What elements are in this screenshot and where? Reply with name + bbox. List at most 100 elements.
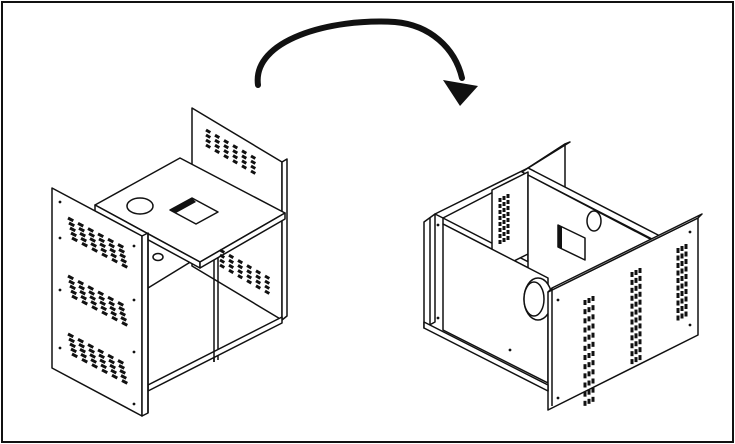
- vent-row: [71, 352, 128, 385]
- vent-slot: [237, 274, 244, 280]
- vent-slot: [228, 263, 235, 269]
- vent-slot: [98, 237, 105, 244]
- vent-slot: [118, 248, 125, 254]
- vent-slot: [98, 353, 105, 360]
- vent-slot: [109, 363, 116, 370]
- vent-slot: [107, 353, 114, 360]
- vent-slot: [80, 294, 87, 301]
- vent-slot: [97, 348, 104, 355]
- vent-slot: [100, 247, 107, 254]
- vent-slot: [228, 258, 235, 264]
- vent-slot: [219, 258, 226, 264]
- vent-slot: [77, 221, 84, 228]
- cabinet-frame-on-side-icon: [423, 141, 703, 411]
- vent-slot: [255, 269, 262, 275]
- vent-slot: [88, 232, 95, 238]
- vent-slot: [214, 143, 221, 149]
- vent-slot: [110, 252, 117, 259]
- vent-slot: [79, 347, 86, 354]
- vent-row: [69, 342, 126, 375]
- vent-slot: [264, 284, 271, 290]
- vent-slot: [237, 259, 244, 265]
- vent-slot: [77, 337, 84, 344]
- vent-slot: [81, 241, 88, 248]
- vent-slot: [232, 149, 239, 155]
- vent-slot: [79, 231, 86, 238]
- curved-arrow-right-icon: [254, 18, 478, 106]
- vent-row: [70, 347, 127, 380]
- vent-slot: [108, 300, 115, 307]
- vent-slot: [119, 253, 126, 259]
- vent-slot: [67, 274, 74, 281]
- vent-slot: [205, 133, 212, 139]
- vent-slot: [214, 148, 221, 154]
- vent-slot: [111, 315, 118, 322]
- vent-slot: [80, 352, 87, 359]
- vent-slot: [70, 289, 77, 296]
- vent-row: [205, 133, 257, 165]
- vent-row: [69, 226, 126, 259]
- vent-slot: [241, 164, 248, 170]
- vent-slot: [121, 321, 128, 327]
- vent-row: [68, 279, 125, 312]
- vent-slot: [228, 268, 235, 274]
- vent-slot: [255, 279, 262, 285]
- vent-slot: [78, 284, 85, 291]
- vent-slot: [97, 290, 104, 297]
- vent-slot: [250, 159, 257, 165]
- vent-row: [219, 248, 271, 280]
- vent-slot: [78, 226, 85, 233]
- vent-slot: [205, 143, 212, 149]
- vent-slot: [120, 374, 127, 380]
- vent-slot: [109, 305, 116, 312]
- vent-slot: [87, 285, 94, 291]
- vent-slot: [78, 342, 85, 349]
- vent-slot: [250, 154, 257, 160]
- vent-slot: [77, 279, 84, 286]
- vent-slot: [118, 364, 125, 370]
- vent-slot: [111, 257, 118, 264]
- vent-slot: [111, 373, 118, 380]
- vent-slot: [89, 353, 96, 359]
- vent-slot: [69, 342, 76, 349]
- vent-slot: [223, 154, 230, 160]
- vent-slot: [88, 290, 95, 296]
- vent-row: [219, 263, 271, 295]
- vent-slot: [69, 284, 76, 291]
- vent-slot: [241, 159, 248, 165]
- vent-row: [67, 216, 124, 249]
- vent-slot: [117, 301, 124, 307]
- vent-slot: [91, 247, 98, 253]
- vent-slot: [264, 289, 271, 295]
- vent-slot: [246, 269, 253, 275]
- vent-slot: [90, 358, 97, 364]
- vent-slot: [87, 227, 94, 233]
- vent-slot: [91, 363, 98, 369]
- vent-row: [219, 258, 271, 290]
- vent-slot: [223, 144, 230, 150]
- vent-slot: [232, 144, 239, 150]
- vent-slot: [246, 279, 253, 285]
- vent-slot: [71, 236, 78, 243]
- vent-slot: [214, 133, 221, 139]
- vent-slot: [101, 310, 108, 317]
- vent-slot: [99, 300, 106, 307]
- vent-slot: [71, 294, 78, 301]
- vent-slot: [237, 264, 244, 270]
- vent-slot: [219, 253, 226, 259]
- vent-slot: [71, 352, 78, 359]
- vent-slot: [67, 332, 74, 339]
- vent-slot: [88, 348, 95, 354]
- vent-slot: [81, 357, 88, 364]
- vent-slot: [246, 264, 253, 270]
- vent-row: [68, 337, 125, 370]
- vent-slot: [264, 274, 271, 280]
- vent-row: [70, 231, 127, 264]
- vent-slot: [250, 169, 257, 175]
- vent-slot: [117, 243, 124, 249]
- vent-slot: [79, 289, 86, 296]
- vent-row: [205, 143, 257, 175]
- vent-slot: [108, 242, 115, 249]
- vent-slot: [69, 226, 76, 233]
- vent-slot: [241, 154, 248, 160]
